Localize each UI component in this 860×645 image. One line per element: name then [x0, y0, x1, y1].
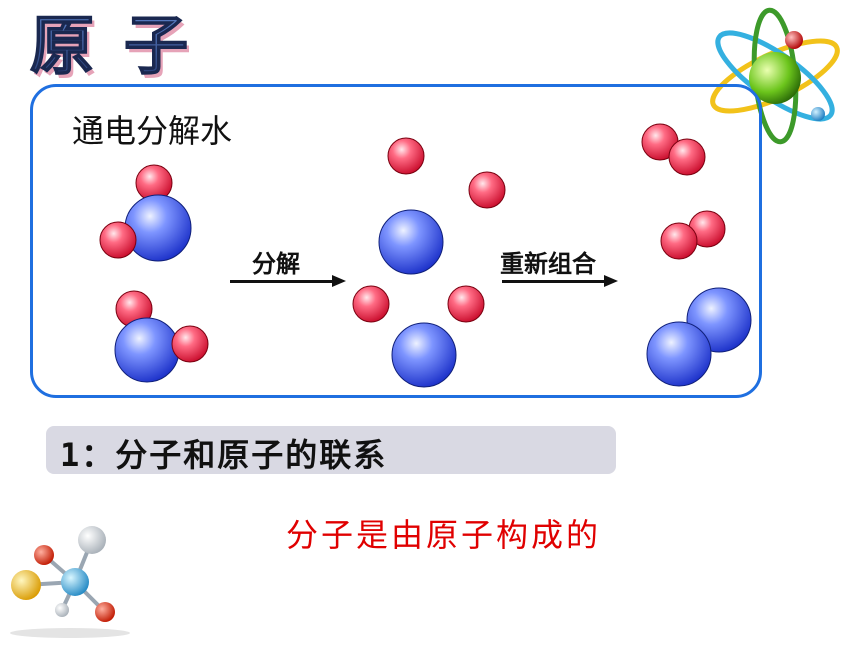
- title-text: 原子: [30, 10, 218, 82]
- section-heading-bar: [46, 426, 616, 474]
- hydrogen-atom: [660, 222, 698, 260]
- oxygen-atom: [646, 321, 712, 387]
- title-shadow: 原子: [33, 14, 221, 82]
- page-title: 原子 原子: [29, 9, 221, 82]
- oxygen-atom: [124, 194, 192, 262]
- oxygen-atom: [114, 317, 180, 383]
- section-heading: 1：分子和原子的联系: [60, 436, 388, 474]
- hydrogen-atom: [99, 221, 137, 259]
- hydrogen-atom: [171, 325, 209, 363]
- decompose-label: 分解: [252, 250, 300, 278]
- hydrogen-atom: [447, 285, 485, 323]
- oxygen-atom: [391, 322, 457, 388]
- hydrogen-atom: [387, 137, 425, 175]
- experiment-panel: [30, 84, 762, 398]
- panel-label: 通电分解水: [72, 112, 233, 150]
- oxygen-atom: [378, 209, 444, 275]
- hydrogen-atom: [468, 171, 506, 209]
- atom-orbit-icon: [710, 7, 840, 145]
- recombine-label: 重新组合: [500, 250, 596, 278]
- hydrogen-atom: [352, 285, 390, 323]
- molecule-model-icon: [10, 526, 130, 638]
- recombine-arrow: [502, 275, 618, 287]
- decompose-arrow: [230, 275, 346, 287]
- conclusion-text: 分子是由原子构成的: [286, 516, 602, 554]
- hydrogen-atom: [668, 138, 706, 176]
